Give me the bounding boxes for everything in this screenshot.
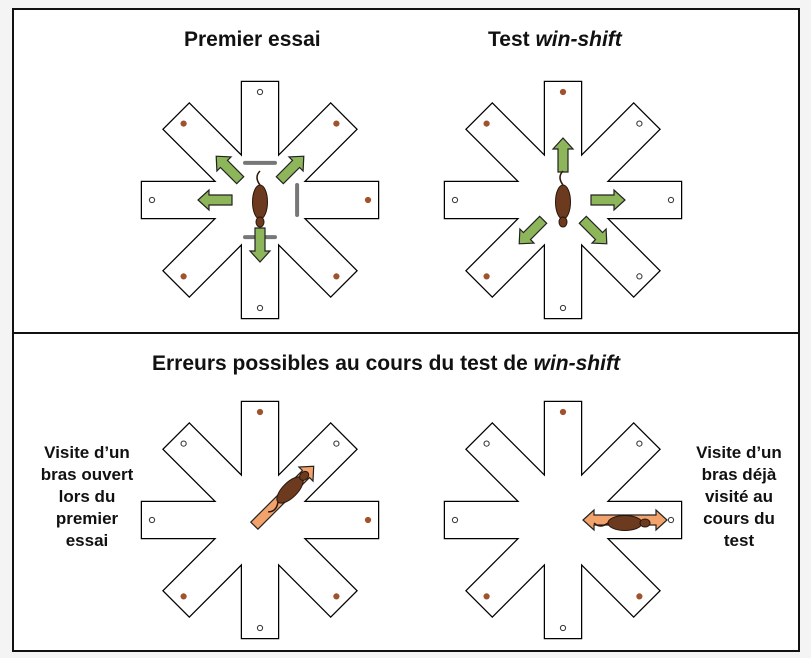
bait-dot <box>636 593 643 600</box>
direction-arrow <box>248 227 272 263</box>
bait-dot <box>483 273 490 280</box>
direction-arrow <box>518 215 548 245</box>
empty-cup <box>148 196 156 204</box>
rat-body <box>252 184 268 220</box>
empty-cup <box>256 624 264 632</box>
errors-title-italic: win-shift <box>533 352 620 375</box>
maze-center <box>542 499 584 541</box>
bait-dot <box>333 273 340 280</box>
empty-cup <box>333 440 340 447</box>
empty-cup <box>667 196 675 204</box>
caption-line: lors du <box>58 487 116 506</box>
rat-icon <box>593 515 651 531</box>
bait-dot <box>180 593 187 600</box>
direction-arrow <box>551 137 575 173</box>
caption-line: bras déjà <box>701 465 777 484</box>
empty-cup <box>451 196 459 204</box>
bait-dot <box>559 408 567 416</box>
empty-cup <box>256 304 264 312</box>
radial-maze <box>443 400 683 640</box>
bait-dot <box>364 196 372 204</box>
empty-cup <box>667 516 675 524</box>
direction-arrow <box>578 215 608 245</box>
rat-tail <box>256 170 261 186</box>
caption-line: premier <box>55 509 119 528</box>
bait-dot <box>333 593 340 600</box>
rat-tail <box>593 522 609 527</box>
caption-line: cours du <box>703 509 775 528</box>
bait-dot <box>180 120 187 127</box>
errors-title-prefix: Erreurs possibles au cours du test de <box>152 352 534 375</box>
left-caption: Visite d’un bras ouvert lors du premier … <box>22 442 152 552</box>
bait-dot <box>364 516 372 524</box>
empty-cup <box>559 624 567 632</box>
bait-dot <box>180 273 187 280</box>
rat-body <box>555 184 571 220</box>
bait-dot <box>256 408 264 416</box>
empty-cup <box>483 440 490 447</box>
rat-head <box>299 470 310 481</box>
rat-tail <box>268 501 279 513</box>
rat-head <box>558 216 568 228</box>
rat-head <box>639 518 651 528</box>
caption-line: essai <box>65 531 109 550</box>
title-italic: win-shift <box>535 28 622 51</box>
direction-arrow <box>275 155 305 185</box>
bait-dot <box>483 593 490 600</box>
rat-body <box>607 515 643 531</box>
bait-dot <box>559 88 567 96</box>
direction-arrow <box>197 188 233 212</box>
caption-line: bras ouvert <box>40 465 134 484</box>
rat-icon <box>555 170 571 228</box>
bait-dot <box>333 120 340 127</box>
caption-line: Visite d’un <box>44 443 130 462</box>
rat-tail <box>559 170 564 186</box>
bottom-panel: Erreurs possibles au cours du test de wi… <box>12 332 800 652</box>
rat-head <box>255 216 265 228</box>
empty-cup <box>451 516 459 524</box>
empty-cup <box>256 88 264 96</box>
errors-title: Erreurs possibles au cours du test de wi… <box>152 352 620 376</box>
caption-line: test <box>723 531 755 550</box>
caption-line: visité au <box>704 487 774 506</box>
empty-cup <box>180 440 187 447</box>
rat-icon <box>252 170 268 228</box>
caption-line: Visite d’un <box>696 443 782 462</box>
direction-arrow <box>590 188 626 212</box>
empty-cup <box>636 120 643 127</box>
direction-arrow <box>215 155 245 185</box>
empty-cup <box>636 273 643 280</box>
empty-cup <box>559 304 567 312</box>
test-win-shift-title: Test win-shift <box>488 28 622 52</box>
right-caption: Visite d’un bras déjà visité au cours du… <box>684 442 794 552</box>
top-panel: Premier essai Test win-shift <box>12 8 800 334</box>
rat-icon <box>268 470 310 513</box>
premier-essai-title: Premier essai <box>184 28 321 51</box>
bait-dot <box>483 120 490 127</box>
empty-cup <box>636 440 643 447</box>
empty-cup <box>148 516 156 524</box>
title-prefix: Test <box>488 28 536 51</box>
